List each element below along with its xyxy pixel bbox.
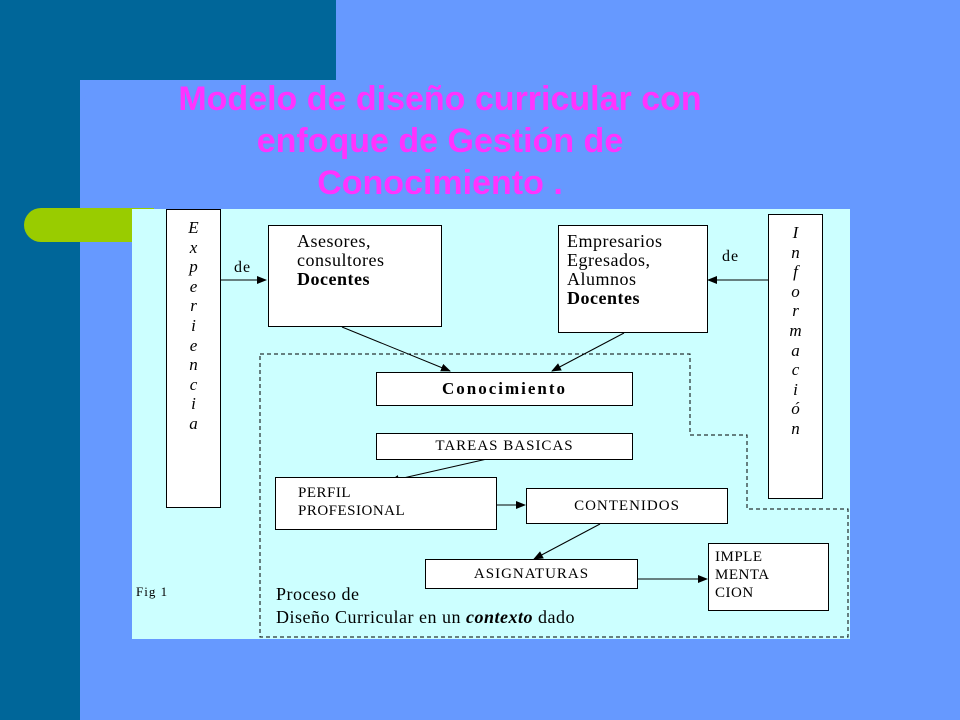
- informacion-letter: o: [791, 281, 800, 301]
- informacion-letter: n: [791, 418, 800, 438]
- experiencia-letter: r: [190, 296, 197, 316]
- proceso-line-2: Diseño Curricular en un contexto dado: [276, 606, 575, 629]
- informacion-letter: ó: [791, 399, 800, 419]
- de-label-left: de: [234, 259, 252, 276]
- rounded-corner: [80, 80, 140, 140]
- top-dark-block: [80, 0, 336, 80]
- implementacion-line-3: CION: [715, 585, 754, 601]
- proceso-text-1: Diseño Curricular en un: [276, 607, 466, 627]
- arrow-contenidos-to-asignaturas: [533, 523, 601, 560]
- informacion-letter: r: [792, 301, 799, 321]
- contenidos-box: CONTENIDOS: [526, 488, 728, 524]
- informacion-letter: I: [792, 223, 799, 242]
- empresarios-line-4: Docentes: [567, 288, 640, 308]
- informacion-box: I n f o r m a c i ó n: [768, 214, 823, 499]
- diagram-panel: E x p e r i e n c i a I n f o r m a c i …: [132, 209, 850, 639]
- de-label-right: de: [722, 248, 740, 265]
- experiencia-letter: a: [189, 413, 198, 433]
- experiencia-letter: e: [189, 335, 198, 355]
- experiencia-letter: x: [189, 237, 198, 257]
- proceso-line-1: Proceso de: [276, 584, 360, 604]
- informacion-letter: f: [793, 262, 798, 282]
- informacion-letter: a: [791, 340, 800, 360]
- proceso-text-3: dado: [532, 607, 575, 627]
- title-line-3: Conocimiento .: [317, 164, 563, 202]
- asesores-line-3: Docentes: [297, 269, 370, 289]
- empresarios-line-2: Egresados,: [567, 250, 651, 270]
- conocimiento-box: Conocimiento: [376, 372, 633, 406]
- experiencia-letter: i: [191, 315, 196, 335]
- informacion-letter: i: [793, 379, 798, 399]
- implementacion-box: IMPLE MENTA CION: [708, 543, 829, 611]
- left-dark-band: [0, 0, 80, 720]
- empresarios-line-1: Empresarios: [567, 231, 663, 251]
- empresarios-box: Empresarios Egresados, Alumnos Docentes: [558, 225, 708, 333]
- asesores-box: Asesores, consultores Docentes: [268, 225, 442, 327]
- arrow-empresarios-to-conocimiento: [551, 332, 625, 372]
- proceso-caption: Proceso de Diseño Curricular en un conte…: [276, 583, 575, 629]
- asignaturas-box: ASIGNATURAS: [425, 559, 638, 589]
- arrow-asesores-to-conocimiento: [341, 326, 451, 372]
- asesores-line-2: consultores: [297, 250, 385, 270]
- fig-label: Fig 1: [136, 584, 169, 599]
- experiencia-letter: n: [189, 355, 198, 375]
- implementacion-line-1: IMPLE: [715, 549, 763, 565]
- informacion-letter: c: [791, 360, 800, 380]
- perfil-line-1: PERFIL: [298, 485, 352, 501]
- experiencia-box: E x p e r i e n c i a: [166, 209, 221, 508]
- experiencia-letter: c: [189, 374, 198, 394]
- perfil-line-2: PROFESIONAL: [298, 503, 406, 519]
- experiencia-letter: i: [191, 394, 196, 414]
- perfil-profesional-box: PERFIL PROFESIONAL: [275, 477, 497, 530]
- informacion-letter: n: [791, 242, 800, 262]
- asesores-line-1: Asesores,: [297, 231, 371, 251]
- slide-title: Modelo de diseño curricular con enfoque …: [130, 78, 750, 204]
- experiencia-letter: e: [189, 276, 198, 296]
- diagram-connectors: [221, 276, 849, 638]
- experiencia-letter: E: [188, 218, 199, 237]
- proceso-emphasis: contexto: [465, 607, 533, 627]
- informacion-letter: m: [789, 320, 802, 340]
- process-region-outline: [259, 353, 849, 638]
- implementacion-line-2: MENTA: [715, 567, 770, 583]
- empresarios-line-3: Alumnos: [567, 269, 637, 289]
- title-line-2: enfoque de Gestión de: [256, 122, 624, 160]
- title-line-1: Modelo de diseño curricular con: [178, 80, 702, 118]
- tareas-basicas-box: TAREAS BASICAS: [376, 433, 633, 460]
- experiencia-letter: p: [189, 257, 198, 277]
